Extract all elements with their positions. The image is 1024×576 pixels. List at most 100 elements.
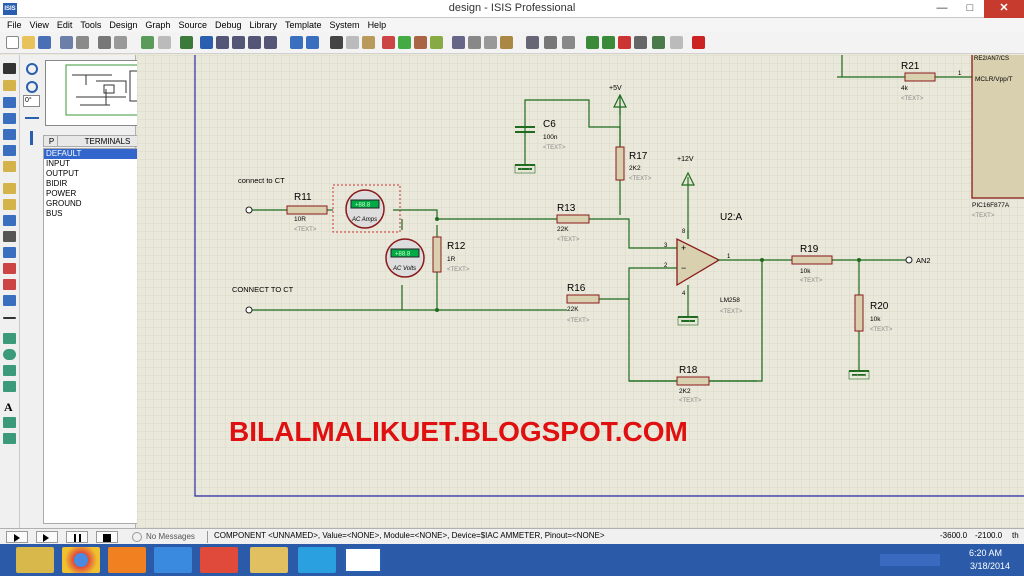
import-icon[interactable] [60, 36, 73, 49]
make-device-icon[interactable] [468, 36, 481, 49]
new-file-icon[interactable] [6, 36, 19, 49]
junction-dot-icon[interactable] [3, 97, 16, 108]
bill-of-materials-icon[interactable] [634, 36, 647, 49]
new-sheet-icon[interactable] [586, 36, 599, 49]
netlist-icon[interactable] [670, 36, 683, 49]
vlc-icon[interactable] [108, 547, 146, 573]
symbol-tool-icon[interactable] [3, 417, 16, 428]
clock-time[interactable]: 6:20 AM [968, 548, 1002, 558]
media-player-icon[interactable] [200, 547, 238, 573]
menu-template[interactable]: Template [285, 20, 322, 30]
input-terminal-ct1[interactable] [245, 206, 253, 214]
path-tool-icon[interactable] [3, 381, 16, 392]
wire-label-icon[interactable] [3, 113, 16, 124]
terminals-mode-icon[interactable] [3, 183, 16, 194]
zoom-area-icon[interactable] [264, 36, 277, 49]
pick-device-icon[interactable] [452, 36, 465, 49]
resistor-r21[interactable] [904, 72, 936, 82]
menu-source[interactable]: Source [178, 20, 207, 30]
voltage-probe-icon[interactable] [3, 263, 16, 274]
menu-graph[interactable]: Graph [145, 20, 171, 30]
refresh-icon[interactable] [141, 36, 154, 49]
sub-circuit-icon[interactable] [3, 161, 16, 172]
print-icon[interactable] [98, 36, 111, 49]
package-tool-icon[interactable] [484, 36, 497, 49]
menu-design[interactable]: Design [109, 20, 138, 30]
resistor-r18[interactable] [676, 376, 710, 386]
mirror-horizontal-icon[interactable] [25, 117, 39, 125]
terminal-item-power[interactable]: POWER [46, 189, 77, 198]
current-probe-icon[interactable] [3, 279, 16, 290]
rotation-angle-field[interactable]: 0° [23, 95, 40, 107]
search-tag-icon[interactable] [544, 36, 557, 49]
minimize-button[interactable]: — [936, 2, 948, 14]
stop-button[interactable] [96, 531, 118, 543]
play-button[interactable] [6, 531, 28, 543]
plus-5v-power-terminal[interactable] [613, 93, 627, 108]
step-button[interactable] [36, 531, 58, 543]
open-folder-icon[interactable] [22, 36, 35, 49]
pan-icon[interactable] [200, 36, 213, 49]
menu-view[interactable]: View [29, 20, 49, 30]
rotate-anticlockwise-icon[interactable] [26, 81, 38, 93]
exit-sheet-icon[interactable] [618, 36, 631, 49]
internet-explorer-icon[interactable] [154, 547, 192, 573]
terminal-item-input[interactable]: INPUT [46, 159, 70, 168]
chrome-icon[interactable] [62, 547, 100, 573]
zoom-in-icon[interactable] [216, 36, 229, 49]
messages-status[interactable]: No Messages [146, 532, 195, 541]
grid-icon[interactable] [158, 36, 171, 49]
terminal-item-bus[interactable]: BUS [46, 209, 63, 218]
component-mode-icon[interactable] [3, 80, 16, 91]
arc-tool-icon[interactable] [3, 365, 16, 376]
resistor-r11[interactable] [286, 205, 328, 215]
zoom-out-icon[interactable] [232, 36, 245, 49]
zoom-all-icon[interactable] [248, 36, 261, 49]
mirror-vertical-icon[interactable] [30, 131, 33, 145]
origin-icon[interactable] [180, 36, 193, 49]
wire-autorouter-icon[interactable] [526, 36, 539, 49]
menu-debug[interactable]: Debug [214, 20, 242, 30]
device-pins-icon[interactable] [3, 199, 16, 210]
pic16f877a-chip[interactable] [971, 55, 1024, 199]
resistor-r13[interactable] [556, 214, 590, 224]
block-copy-icon[interactable] [382, 36, 395, 49]
folder-icon[interactable] [250, 547, 288, 573]
marker-tool-icon[interactable] [3, 433, 16, 444]
redo-icon[interactable] [306, 36, 319, 49]
electrical-check-icon[interactable] [652, 36, 665, 49]
resistor-r17[interactable] [615, 146, 625, 181]
block-delete-icon[interactable] [430, 36, 443, 49]
text-script-icon[interactable] [3, 129, 16, 140]
terminal-item-output[interactable]: OUTPUT [46, 169, 79, 178]
output-terminal-an2[interactable] [905, 256, 913, 264]
menu-file[interactable]: File [7, 20, 22, 30]
generator-icon[interactable] [3, 247, 16, 258]
box-tool-icon[interactable] [3, 333, 16, 344]
file-explorer-icon[interactable] [16, 547, 54, 573]
opamp-u2a[interactable] [676, 237, 721, 287]
graph-mode-icon[interactable] [3, 215, 16, 226]
selection-mode-icon[interactable] [3, 63, 16, 74]
maximize-button[interactable]: □ [966, 2, 974, 14]
menu-tools[interactable]: Tools [80, 20, 102, 30]
pause-button[interactable] [66, 531, 88, 543]
paste-icon[interactable] [362, 36, 375, 49]
tape-recorder-icon[interactable] [3, 231, 16, 242]
rotate-clockwise-icon[interactable] [26, 63, 38, 75]
menu-system[interactable]: System [329, 20, 360, 30]
resistor-r16[interactable] [566, 294, 600, 304]
resistor-r19[interactable] [791, 255, 833, 265]
cut-icon[interactable] [330, 36, 343, 49]
virtual-instruments-icon[interactable] [3, 295, 16, 306]
capacitor-c6[interactable] [515, 126, 535, 133]
bus-icon[interactable] [3, 145, 16, 156]
decompose-icon[interactable] [500, 36, 513, 49]
line-tool-icon[interactable] [3, 317, 16, 319]
remove-sheet-icon[interactable] [602, 36, 615, 49]
resistor-r12[interactable] [432, 236, 442, 273]
schematic-canvas[interactable]: connect to CT CONNECT TO CT AN2 R11 10R … [137, 55, 1024, 528]
clock-date[interactable]: 3/18/2014 [969, 561, 1010, 571]
text-tool-icon[interactable]: A [4, 400, 13, 414]
resistor-r20[interactable] [854, 294, 864, 332]
